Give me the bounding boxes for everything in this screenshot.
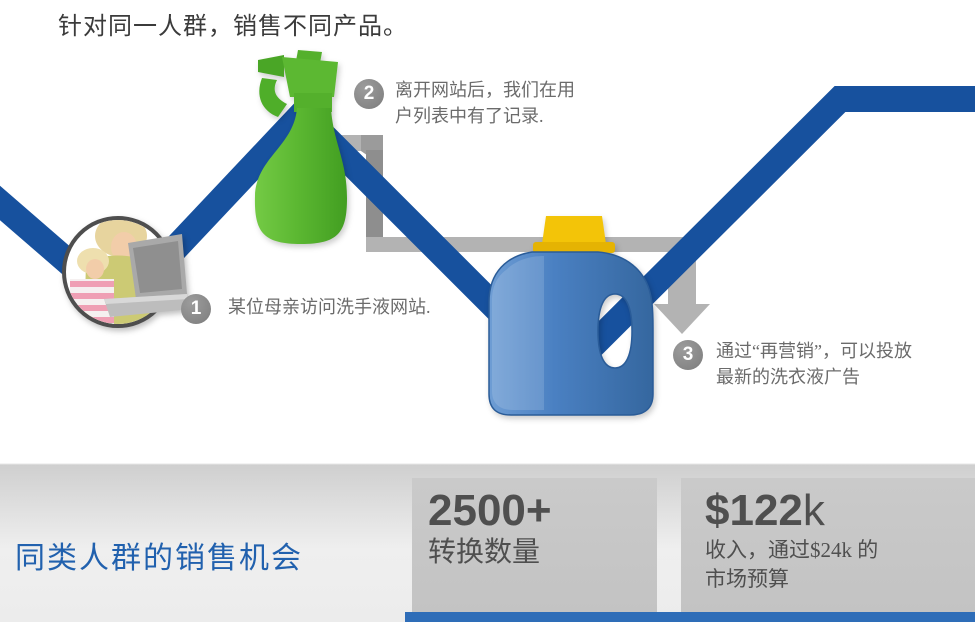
step-3-line-2: 最新的洗衣液广告 (716, 367, 860, 387)
spray-bottle-illustration (254, 50, 347, 244)
sprayer-nozzle (258, 55, 284, 77)
step-badge-2: 2 (354, 79, 384, 109)
stat-box-revenue: $122k 收入，通过$24k 的 市场预算 (681, 478, 975, 612)
footer-panel: 同类人群的销售机会 2500+ 转换数量 $122k 收入，通过$24k 的 市… (0, 460, 975, 622)
bottle-highlight (492, 256, 544, 410)
step-number-1: 1 (190, 298, 202, 319)
visitor-photo (62, 216, 191, 328)
sprayer-trigger (259, 78, 287, 117)
bottle-cap (542, 216, 606, 244)
revenue-number: $122 (705, 486, 803, 535)
bottle-cap-rim (533, 242, 615, 253)
child-face (86, 259, 104, 279)
revenue-suffix: k (802, 486, 825, 535)
down-arrow-icon (654, 304, 710, 334)
conversions-number: 2500 (428, 486, 526, 535)
sweater-stripe (70, 281, 114, 287)
sweater-stripe (70, 305, 114, 311)
conversions-suffix: + (525, 486, 552, 535)
step-number-3: 3 (682, 344, 694, 365)
footer-headline: 同类人群的销售机会 (15, 542, 303, 575)
step-1-text: 某位母亲访问洗手液网站. (228, 294, 431, 320)
slide-title: 针对同一人群，销售不同产品。 (58, 14, 408, 40)
conversions-label: 转换数量 (428, 537, 541, 568)
step-badge-3: 3 (673, 340, 703, 370)
stat-box-conversions: 2500+ 转换数量 (412, 478, 657, 612)
sweater-stripe (70, 293, 114, 299)
revenue-label: 收入，通过$24k 的 市场预算 (705, 536, 975, 594)
revenue-label-line-1: 收入，通过$24k 的 (705, 538, 879, 562)
laptop-screen-inner (133, 241, 182, 293)
spray-bottle-body (254, 108, 347, 244)
bottle-collar (294, 93, 332, 112)
conversions-value: 2500+ (428, 488, 657, 534)
step-number-2: 2 (363, 83, 375, 104)
step-2-line-1: 离开网站后，我们在用 (395, 80, 575, 100)
step-1-line-1: 某位母亲访问洗手液网站. (228, 297, 431, 317)
footer-accent-bar (405, 612, 975, 622)
revenue-label-line-2: 市场预算 (705, 567, 789, 591)
step-2-line-2: 户列表中有了记录. (395, 106, 544, 126)
step-2-text: 离开网站后，我们在用 户列表中有了记录. (395, 77, 575, 129)
laptop-keyboard-edge (104, 294, 188, 304)
detergent-bottle-illustration (488, 216, 654, 416)
step-3-line-1: 通过“再营销”，可以投放 (716, 341, 912, 361)
detergent-bottle-body (488, 251, 654, 416)
laptop (104, 234, 191, 317)
revenue-value: $122k (705, 488, 975, 534)
step-badge-1: 1 (181, 294, 211, 324)
sprayer-head (282, 57, 338, 97)
step-3-text: 通过“再营销”，可以投放 最新的洗衣液广告 (716, 338, 912, 390)
